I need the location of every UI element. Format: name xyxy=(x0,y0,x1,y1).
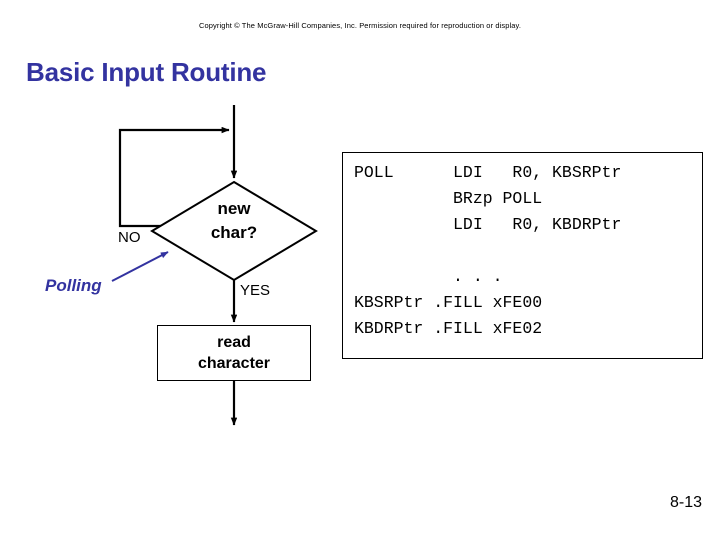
polling-callout-arrow xyxy=(111,251,169,282)
page-title: Basic Input Routine xyxy=(26,57,267,87)
polling-annotation: Polling xyxy=(45,276,102,295)
branch-label-yes: YES xyxy=(240,282,271,299)
code-line: POLL LDI R0, KBSRPtr xyxy=(354,163,622,182)
decision-label-line1: new xyxy=(217,199,251,218)
process-label-line2: character xyxy=(197,355,271,372)
branch-label-no: NO xyxy=(118,229,141,246)
code-line: LDI R0, KBDRPtr xyxy=(354,215,622,234)
code-listing-box: POLL LDI R0, KBSRPtr BRzp POLL LDI R0, K… xyxy=(342,152,703,359)
process-label-line1: read xyxy=(217,334,251,351)
slide-page-number: 8-13 xyxy=(669,494,702,511)
copyright-notice: Copyright © The McGraw-Hill Companies, I… xyxy=(198,21,522,30)
decision-label: new char? xyxy=(176,197,292,245)
code-line: KBSRPtr .FILL xFE00 xyxy=(354,293,543,312)
code-line: BRzp POLL xyxy=(354,189,543,208)
decision-label-line2: char? xyxy=(210,223,258,242)
code-line-blank xyxy=(343,238,702,264)
code-line: . . . xyxy=(354,267,503,286)
code-line: KBDRPtr .FILL xFE02 xyxy=(354,319,543,338)
process-box-read-character: read character xyxy=(157,325,311,381)
